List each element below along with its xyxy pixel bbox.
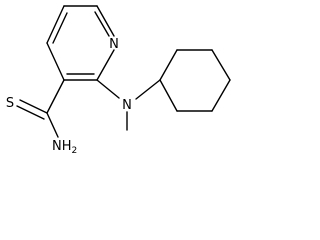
bond-c6-n1-double-inner <box>94 11 110 37</box>
bond-c5-c6 <box>96 5 115 37</box>
amide-h-count: 2 <box>72 146 78 153</box>
n-methyl-amino-group <box>96 79 161 131</box>
bond-n-cyclohexyl <box>135 79 161 100</box>
bond-cs-s-2 <box>16 105 45 120</box>
ring-nitrogen-label: N <box>109 37 119 52</box>
bond-c2-n <box>96 79 120 99</box>
pyridine-ring <box>46 5 115 81</box>
bond-cy1-cy2 <box>159 49 178 81</box>
bond-cy6-cy1 <box>159 79 178 112</box>
amide-nh2-label: NH2 <box>52 139 77 153</box>
chemical-structure: N N S NH2 <box>6 5 231 153</box>
bond-cy4-cy5 <box>211 79 231 112</box>
bond-c4-c4a <box>46 5 65 44</box>
bond-c3-cs <box>46 79 65 114</box>
thioamide-group <box>16 79 65 138</box>
sulfur-label: S <box>6 96 14 111</box>
bond-n1-c2 <box>96 49 115 81</box>
amide-nh-text: NH <box>52 139 72 153</box>
bond-cs-nh2 <box>46 112 59 138</box>
bond-c3-c4 <box>46 42 65 81</box>
bond-c4-double-inner <box>52 12 68 44</box>
cyclohexane-ring <box>159 49 231 112</box>
amine-nitrogen-label: N <box>122 98 132 113</box>
bond-cy3-cy4 <box>211 49 231 81</box>
bond-cs-s-1 <box>19 99 48 114</box>
